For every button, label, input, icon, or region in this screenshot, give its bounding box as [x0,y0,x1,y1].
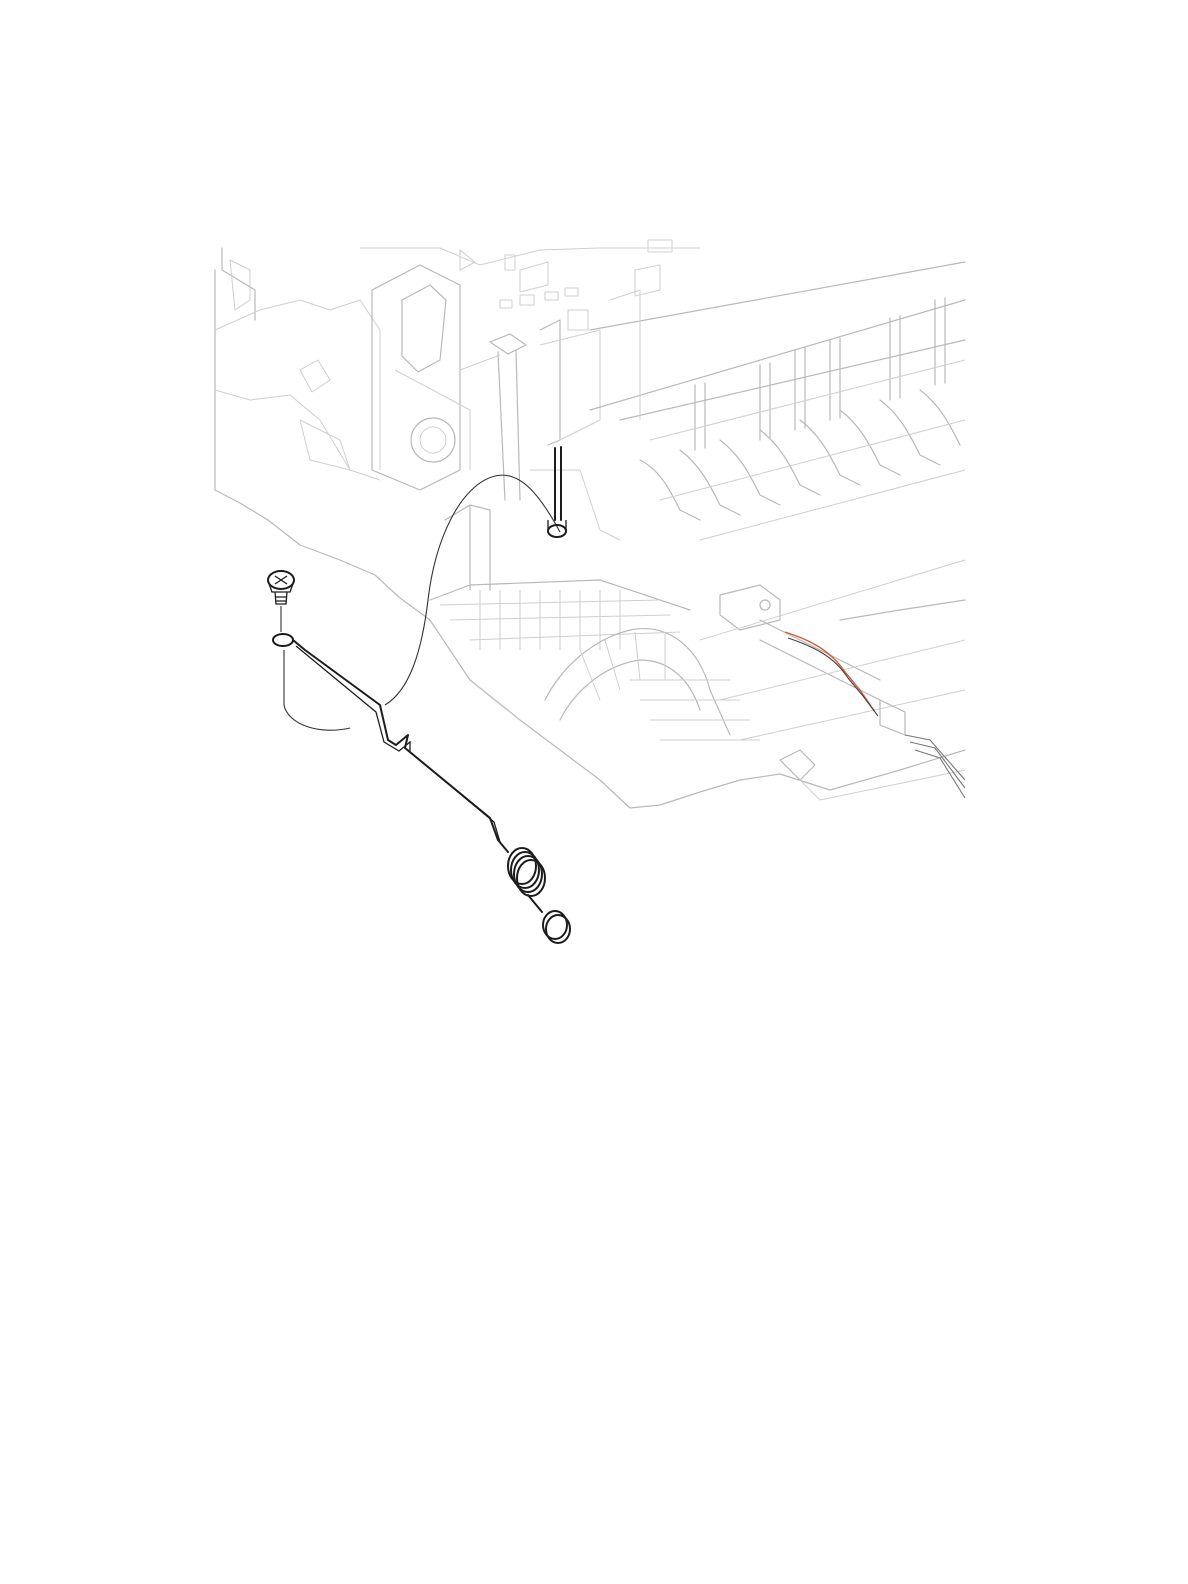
torsion-spring-icon [273,634,570,943]
mounting-hole-icon [548,447,566,537]
printer-frame-assembly [215,240,965,808]
phillips-screw-icon [268,571,294,604]
leader-lines [281,475,560,730]
